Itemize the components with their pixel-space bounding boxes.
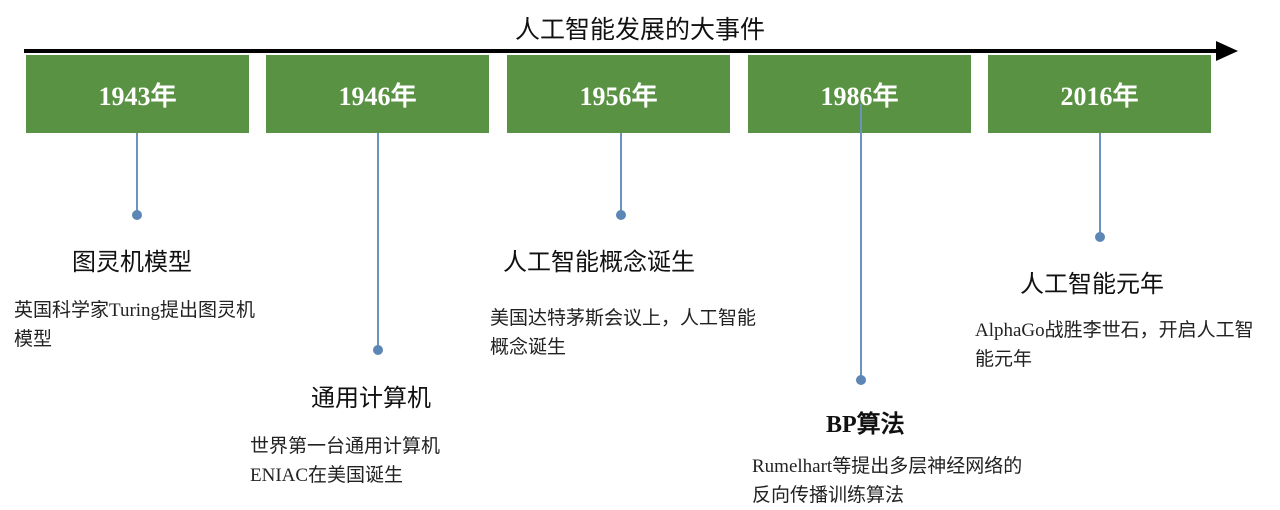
connector-dot-2016 bbox=[1095, 232, 1105, 242]
event-title-1986: BP算法 bbox=[826, 412, 905, 438]
connector-line-1956 bbox=[620, 133, 622, 215]
event-title-1956: 人工智能概念诞生 bbox=[503, 248, 695, 276]
event-desc-1946: 世界第一台通用计算机ENIAC在美国诞生 bbox=[250, 436, 441, 486]
connector-line-1986 bbox=[860, 104, 862, 380]
event-title-1946: 通用计算机 bbox=[311, 384, 431, 412]
event-desc-1956: 美国达特茅斯会议上，人工智能概念诞生 bbox=[490, 308, 757, 358]
timeline-title: 人工智能发展的大事件 bbox=[514, 15, 765, 44]
connector-line-1943 bbox=[136, 133, 138, 215]
connector-line-2016 bbox=[1099, 133, 1101, 237]
connector-dot-1986 bbox=[856, 375, 866, 385]
connector-dot-1946 bbox=[373, 345, 383, 355]
connector-dot-1956 bbox=[616, 210, 626, 220]
event-title-1943: 图灵机模型 bbox=[72, 248, 192, 276]
axis-arrowhead-icon bbox=[1216, 41, 1238, 61]
year-box-1986: 1986年 bbox=[748, 55, 971, 133]
connector-line-1946 bbox=[377, 133, 379, 350]
year-box-2016: 2016年 bbox=[988, 55, 1211, 133]
event-title-2016: 人工智能元年 bbox=[1020, 270, 1164, 298]
year-box-1946: 1946年 bbox=[266, 55, 489, 133]
event-desc-1943: 英国科学家Turing提出图灵机模型 bbox=[14, 300, 256, 350]
event-desc-2016: AlphaGo战胜李世石，开启人工智能元年 bbox=[975, 320, 1254, 370]
year-box-1943: 1943年 bbox=[26, 55, 249, 133]
timeline-axis bbox=[24, 49, 1220, 53]
connector-dot-1943 bbox=[132, 210, 142, 220]
event-desc-1986: Rumelhart等提出多层神经网络的反向传播训练算法 bbox=[752, 456, 1023, 506]
year-box-1956: 1956年 bbox=[507, 55, 730, 133]
